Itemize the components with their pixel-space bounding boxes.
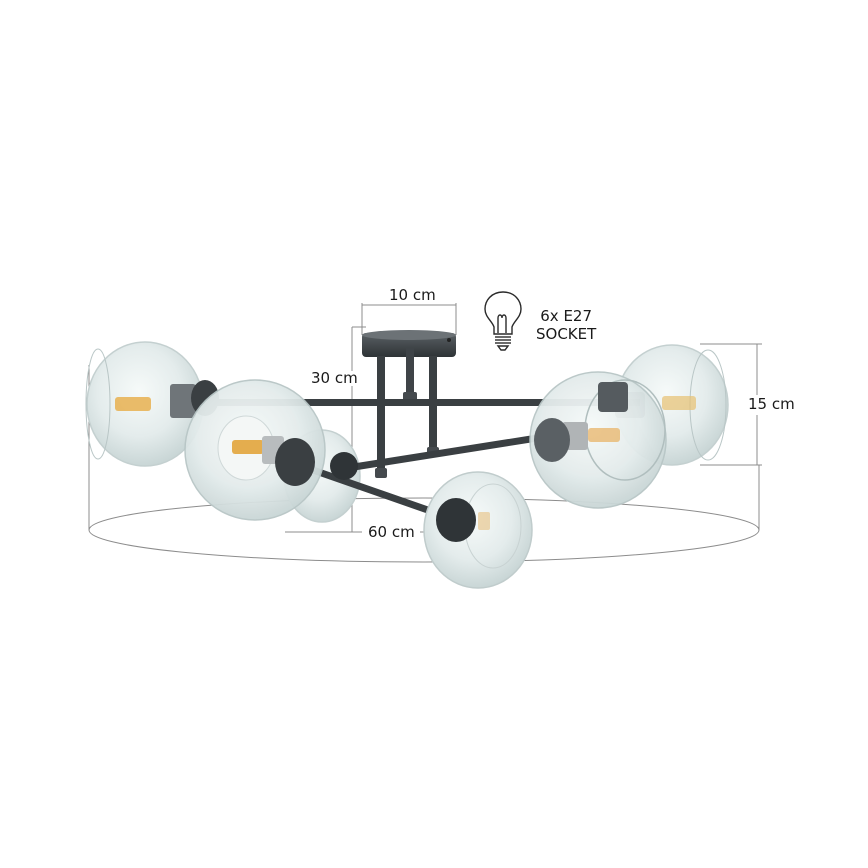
globe-shade-front-bottom [423,471,533,589]
shade-height-guide [700,343,762,466]
light-bulb-icon [484,291,522,351]
socket-spec: 6x E27 SOCKET [536,307,596,343]
canopy-width-label: 10 cm [387,286,438,304]
diameter-label: 60 cm [366,523,417,541]
shade-height-label: 15 cm [746,395,797,413]
canopy-width-guide [361,303,457,335]
socket-type-label: SOCKET [536,325,597,343]
socket-count-label: 6x E27 [540,307,593,325]
globe-shade-back-left [85,341,219,467]
globe-shade-front-right [529,371,667,509]
globe-shade-front-left [184,379,326,521]
height-label: 30 cm [309,369,360,387]
